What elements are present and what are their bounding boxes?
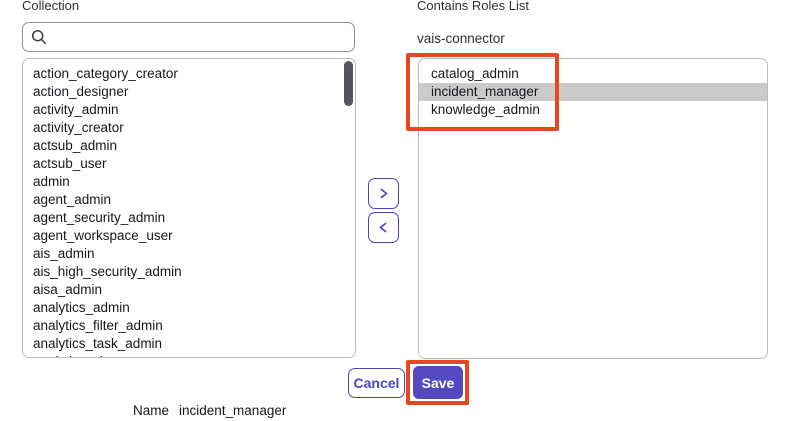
list-item[interactable]: agent_security_admin <box>33 210 166 225</box>
list-item[interactable]: activity_admin <box>33 102 119 117</box>
list-item[interactable]: action_designer <box>33 84 129 99</box>
name-label: Name <box>133 403 170 418</box>
list-item[interactable]: analytics_viewer <box>23 353 355 357</box>
list-item[interactable]: analytics_admin <box>33 300 130 315</box>
list-item[interactable]: analytics_filter_admin <box>33 318 163 333</box>
move-right-button[interactable] <box>368 178 399 209</box>
list-item[interactable]: knowledge_admin <box>431 102 540 117</box>
list-item[interactable]: ais_admin <box>33 246 95 261</box>
move-left-button[interactable] <box>368 212 399 243</box>
save-button[interactable]: Save <box>413 366 463 399</box>
search-input[interactable] <box>53 23 346 51</box>
chevron-right-icon <box>380 188 388 199</box>
list-item[interactable]: actsub_admin <box>33 138 118 153</box>
group-name: vais-connector <box>417 31 505 46</box>
list-item[interactable]: aisa_admin <box>33 282 103 297</box>
list-item[interactable]: incident_manager <box>419 83 767 101</box>
search-icon <box>31 29 47 45</box>
list-item[interactable]: actsub_user <box>33 156 107 171</box>
collection-label: Collection <box>22 0 80 13</box>
list-item[interactable]: activity_creator <box>33 120 124 135</box>
roles-list-label: Contains Roles List <box>417 0 529 13</box>
list-item[interactable]: admin <box>33 174 70 189</box>
cancel-button[interactable]: Cancel <box>348 368 405 398</box>
name-value: incident_manager <box>179 403 287 418</box>
list-item[interactable]: analytics_task_admin <box>33 336 163 351</box>
list-item[interactable]: ais_high_security_admin <box>33 264 182 279</box>
chevron-left-icon <box>379 222 387 233</box>
list-item[interactable]: action_category_creator <box>33 66 178 81</box>
list-item[interactable]: catalog_admin <box>431 66 519 81</box>
list-item[interactable]: agent_workspace_user <box>33 228 173 243</box>
name-row: Name incident_manager <box>133 403 286 418</box>
list-item[interactable]: agent_admin <box>33 192 112 207</box>
scrollbar-thumb[interactable] <box>344 61 353 106</box>
collection-search[interactable] <box>22 22 355 52</box>
